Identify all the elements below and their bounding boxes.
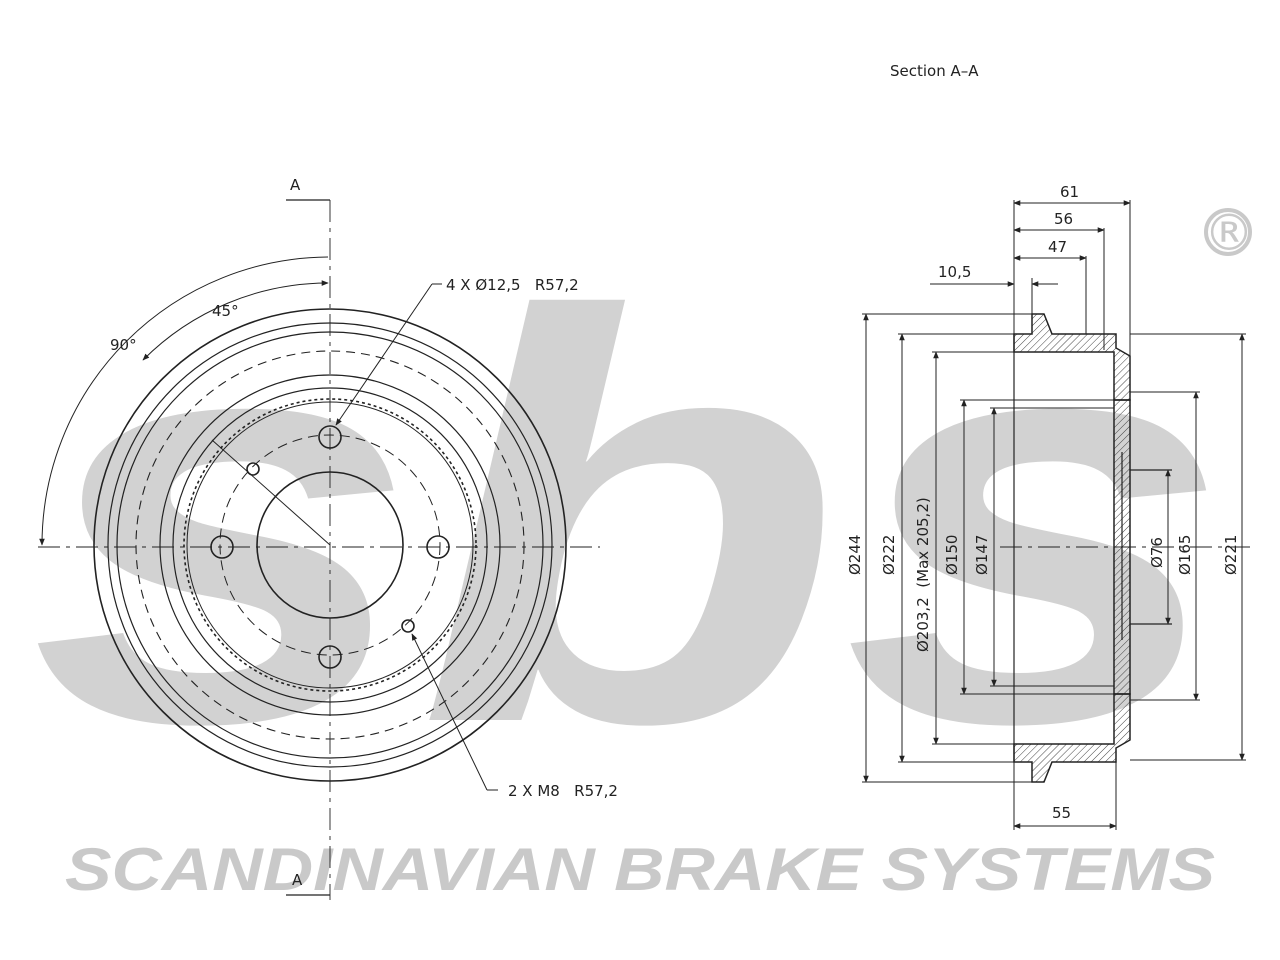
dia-150: Ø150 [943, 535, 961, 575]
angle-90-label: 90° [110, 336, 137, 354]
dia-244: Ø244 [846, 535, 864, 575]
threaded-hole-lower [401, 619, 415, 633]
front-view-labels: A A 45° 90° 4 X Ø12,5 R57,2 2 X M8 R57,2 [110, 176, 618, 889]
dim-61: 61 [1060, 183, 1079, 201]
section-mark-bottom: A [292, 871, 303, 889]
dia-221: Ø221 [1222, 535, 1240, 575]
threaded-holes-label: 2 X M8 R57,2 [508, 782, 618, 800]
company-name: SCANDINAVIAN BRAKE SYSTEMS [65, 836, 1215, 903]
section-view-labels: Section A–A 61 56 47 10,5 55 Ø244 Ø222 Ø… [846, 62, 1240, 822]
dim-56: 56 [1054, 210, 1073, 228]
dim-47: 47 [1048, 238, 1067, 256]
section-mark-top: A [290, 176, 301, 194]
dia-222: Ø222 [880, 535, 898, 575]
registered-symbol: ® [1204, 204, 1254, 262]
dia-76: Ø76 [1148, 537, 1166, 568]
angle-45-label: 45° [212, 302, 239, 320]
registered-mark-icon [1204, 208, 1252, 256]
front-view [38, 199, 600, 900]
dia-203: Ø203,2 (Max 205,2) [914, 497, 932, 652]
dim-55: 55 [1052, 804, 1071, 822]
dia-147: Ø147 [973, 535, 991, 575]
dia-165: Ø165 [1176, 535, 1194, 575]
section-title: Section A–A [890, 62, 979, 80]
section-view [862, 200, 1250, 830]
bolt-holes-label: 4 X Ø12,5 R57,2 [446, 276, 579, 294]
threaded-hole-upper [246, 462, 260, 476]
dim-10-5: 10,5 [938, 263, 971, 281]
